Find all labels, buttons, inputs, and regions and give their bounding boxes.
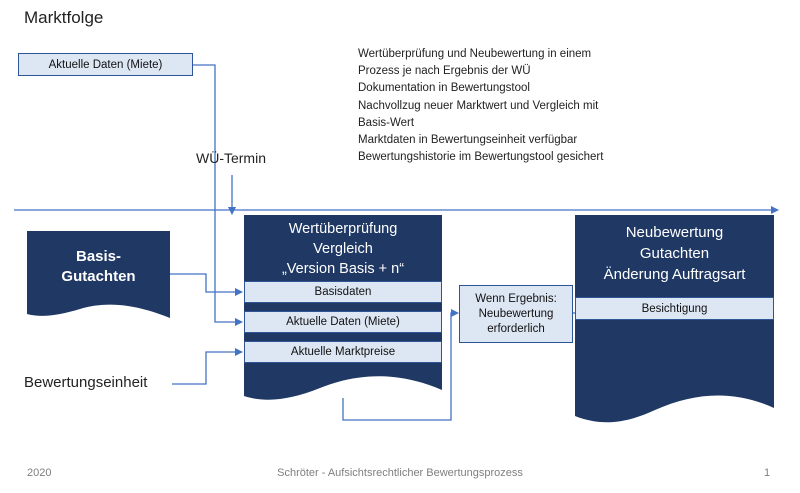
aktuelle-daten-row: Aktuelle Daten (Miete): [244, 311, 442, 333]
bullet-item: Prozess je nach Ergebnis der WÜ: [358, 65, 531, 78]
decision-line: Neubewertung: [478, 307, 554, 320]
row-label: Aktuelle Daten (Miete): [286, 316, 400, 328]
neubewertung-line: Änderung Auftragsart: [603, 266, 746, 283]
bullet-item: Bewertungshistorie im Bewertungstool ges…: [358, 151, 604, 164]
aktuelle-daten-input-box: Aktuelle Daten (Miete): [18, 53, 193, 76]
basis-document-shape: [27, 231, 170, 318]
wertpruefung-line: Vergleich: [313, 241, 373, 257]
decision-connector: [342, 309, 459, 421]
marktpreise-row: Aktuelle Marktpreise: [244, 341, 442, 363]
decision-line: erforderlich: [487, 322, 545, 335]
neubewertung-line: Neubewertung: [625, 224, 724, 241]
page-title: Marktfolge: [24, 8, 104, 27]
basis-line: Gutachten: [61, 268, 136, 285]
input-connector: [193, 64, 243, 326]
bewertungseinheit-connector: [172, 348, 243, 385]
bullet-item: Nachvollzug neuer Marktwert und Vergleic…: [358, 99, 599, 112]
decision-box: Wenn Ergebnis: Neubewertung erforderlich: [459, 285, 573, 343]
bullet-list: Wertüberprüfung und Neubewertung in eine…: [358, 46, 603, 166]
basis-connector: [170, 273, 243, 296]
neubewertung-text: Neubewertung Gutachten Änderung Auftrags…: [575, 222, 774, 285]
basis-line: Basis-: [75, 248, 122, 265]
basis-gutachten-text: Basis- Gutachten: [27, 247, 170, 287]
besichtigung-row: Besichtigung: [575, 297, 774, 320]
bullet-item: Dokumentation in Bewertungstool: [358, 82, 530, 95]
wertpruefung-line: Wertüberprüfung: [288, 221, 398, 237]
decision-line: Wenn Ergebnis:: [475, 292, 557, 305]
wue-termin-label: WÜ-Termin: [196, 150, 266, 166]
bullet-item: Marktdaten in Bewertungseinheit verfügba…: [358, 134, 578, 147]
row-label: Aktuelle Marktpreise: [290, 346, 396, 358]
bullet-item: Wertüberprüfung und Neubewertung in eine…: [358, 48, 592, 60]
input-box-label: Aktuelle Daten (Miete): [48, 58, 163, 71]
wertpruefung-line: „Version Basis + n“: [281, 261, 405, 277]
row-label: Basisdaten: [314, 286, 372, 298]
wertpruefung-text: Wertüberprüfung Vergleich „Version Basis…: [244, 219, 442, 279]
bullet-item: Basis-Wert: [358, 116, 415, 129]
row-label: Besichtigung: [641, 302, 708, 315]
footer-year: 2020: [27, 467, 52, 479]
bewertungseinheit-label: Bewertungseinheit: [24, 374, 148, 391]
footer-title: Schröter - Aufsichtsrechtlicher Bewertun…: [277, 467, 523, 479]
page-number: 1: [764, 467, 771, 479]
basisdaten-row: Basisdaten: [244, 281, 442, 303]
neubewertung-line: Gutachten: [639, 245, 710, 262]
